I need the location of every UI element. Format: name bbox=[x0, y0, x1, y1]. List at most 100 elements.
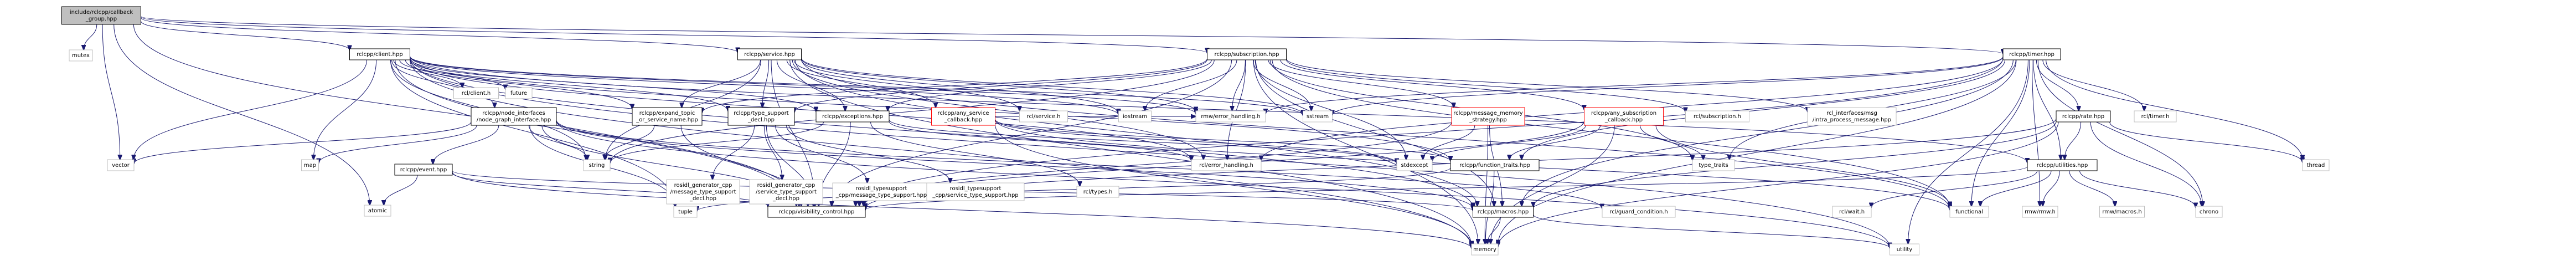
edge-subscription-to-rcl_subscription bbox=[1286, 59, 1686, 112]
node-msg_memory-box bbox=[1451, 107, 1525, 126]
node-visibility-box bbox=[767, 206, 866, 218]
node-macros[interactable]: rclcpp/macros.hpp bbox=[1473, 206, 1534, 218]
node-utility-label-line-0: utility bbox=[1897, 247, 1913, 253]
node-expand_topic-label-line-1: _or_service_name.hpp bbox=[636, 117, 698, 123]
node-vector-box bbox=[107, 159, 135, 171]
edge-timer-to-utilities bbox=[2033, 59, 2061, 160]
node-ros_ts_cpp_msg: rosidl_typesupport_cpp/message_type_supp… bbox=[832, 182, 931, 201]
node-ros_ts_cpp_msg-box bbox=[832, 182, 931, 201]
node-rcl_client: rcl/client.h bbox=[453, 87, 499, 99]
node-memory: memory bbox=[1471, 243, 1499, 256]
node-rmw_rmw-box bbox=[2022, 206, 2058, 218]
edge-timer-to-visibility bbox=[859, 58, 2004, 206]
node-ros_ts_msg-label-line-0: rosidl_generator_cpp bbox=[674, 182, 732, 188]
node-rmw_error-label-line-0: rmw/error_handling.h bbox=[1201, 114, 1260, 120]
edge-utilities-to-visibility bbox=[865, 166, 2028, 210]
node-ros_ts_srv-label-line-1: /service_type_support bbox=[756, 189, 817, 195]
node-memory-label-line-0: memory bbox=[1473, 247, 1496, 253]
edge-client-to-type_support bbox=[410, 59, 729, 111]
node-thread: thread bbox=[2302, 159, 2330, 171]
node-sstream: sstream bbox=[1303, 110, 1333, 123]
edge-utilities-to-chrono bbox=[2079, 170, 2196, 207]
edge-exceptions-to-rcl_types bbox=[870, 121, 1080, 186]
node-utility: utility bbox=[1890, 243, 1919, 256]
node-event-label-line-0: rclcpp/event.hpp bbox=[400, 167, 447, 173]
edge-any_sub-to-stdexcept bbox=[1432, 125, 1586, 161]
edge-timer-to-utility bbox=[1908, 59, 2028, 244]
edge-node_graph-to-event bbox=[433, 125, 499, 164]
edge-timer-to-rcl_timer bbox=[2042, 59, 2144, 111]
node-iostream: iostream bbox=[1118, 110, 1152, 123]
edge-subscription-to-msg_memory bbox=[1268, 59, 1454, 108]
node-ros_ts_cpp_msg-label-line-0: rosidl_typesupport bbox=[856, 186, 907, 192]
node-function_traits[interactable]: rclcpp/function_traits.hpp bbox=[1450, 159, 1540, 171]
edge-expand_topic-to-string bbox=[605, 125, 655, 160]
node-root[interactable]: include/rclcpp/callback_group.hpp bbox=[61, 6, 141, 25]
node-expand_topic[interactable]: rclcpp/expand_topic_or_service_name.hpp bbox=[632, 107, 703, 126]
node-function_traits-box bbox=[1450, 159, 1540, 171]
edge-node_graph-to-map bbox=[319, 125, 477, 163]
edge-macros-to-utility bbox=[1533, 214, 1890, 248]
edge-node_graph-to-string bbox=[528, 125, 587, 160]
edge-subscription-to-visibility bbox=[832, 59, 1232, 206]
edge-subscription-to-any_sub bbox=[1280, 59, 1584, 110]
edge-rate-to-macros bbox=[1534, 121, 2057, 207]
node-node_graph-box bbox=[471, 107, 557, 126]
node-timer-label-line-0: rclcpp/timer.hpp bbox=[2009, 52, 2054, 58]
node-rcl_intra-box bbox=[1807, 107, 1897, 126]
node-mutex-box bbox=[69, 49, 93, 62]
edge-subscription-to-memory bbox=[1253, 59, 1478, 244]
edge-subscription-to-sstream bbox=[1252, 59, 1311, 111]
node-expand_topic-label-line-0: rclcpp/expand_topic bbox=[639, 110, 695, 116]
node-service[interactable]: rclcpp/service.hpp bbox=[737, 48, 802, 60]
node-rcl_service-label-line-0: rcl/service.h bbox=[1027, 114, 1061, 120]
edge-event-to-memory bbox=[452, 171, 1472, 248]
edge-event-to-atomic bbox=[384, 175, 418, 205]
node-client-label-line-0: rclcpp/client.hpp bbox=[357, 52, 402, 58]
node-node_graph[interactable]: rclcpp/node_interfaces/node_graph_interf… bbox=[471, 107, 557, 126]
node-rcl_service-box bbox=[1019, 110, 1068, 123]
node-ros_ts_cpp_srv-label-line-0: rosidl_typesupport bbox=[950, 186, 1002, 192]
node-future: future bbox=[505, 87, 533, 99]
node-service-box bbox=[737, 48, 802, 60]
node-functional: functional bbox=[1949, 206, 1989, 218]
edge-node_graph-to-guard bbox=[556, 120, 1602, 209]
node-atomic-label-line-0: atomic bbox=[368, 208, 387, 214]
edge-root-to-subscription bbox=[141, 17, 1207, 53]
node-event[interactable]: rclcpp/event.hpp bbox=[394, 164, 453, 176]
node-timer[interactable]: rclcpp/timer.hpp bbox=[2002, 48, 2061, 60]
node-visibility[interactable]: rclcpp/visibility_control.hpp bbox=[767, 206, 866, 218]
node-rcl_timer: rcl/timer.h bbox=[2134, 110, 2177, 123]
edge-utilities-to-rcl_wait bbox=[1871, 170, 2038, 207]
node-rcl_wait-box bbox=[1832, 206, 1872, 218]
node-rate[interactable]: rclcpp/rate.hpp bbox=[2056, 110, 2111, 123]
node-ros_ts_cpp_msg-label-line-1: _cpp/message_type_support.hpp bbox=[835, 192, 927, 198]
edge-service-to-exceptions bbox=[776, 59, 845, 111]
node-type_support[interactable]: rclcpp/type_support_decl.hpp bbox=[727, 107, 795, 126]
edge-client-to-rmw_error bbox=[410, 56, 1196, 114]
node-any_sub: rclcpp/any_subscription_callback.hpp bbox=[1584, 107, 1664, 126]
edge-timer-to-function_traits bbox=[1522, 59, 2005, 160]
node-client[interactable]: rclcpp/client.hpp bbox=[349, 48, 410, 60]
node-root-label-line-0: include/rclcpp/callback bbox=[70, 9, 133, 16]
edge-client-to-tuple bbox=[390, 59, 674, 206]
node-ros_ts_srv: rosidl_generator_cpp/service_type_suppor… bbox=[749, 179, 823, 205]
node-subscription[interactable]: rclcpp/subscription.hpp bbox=[1207, 48, 1287, 60]
node-rcl_error-label-line-0: rcl/error_handling.h bbox=[1199, 162, 1253, 169]
edge-subscription-to-iostream bbox=[1145, 59, 1237, 111]
edge-subscription-to-stdexcept bbox=[1255, 59, 1406, 160]
node-utilities[interactable]: rclcpp/utilities.hpp bbox=[2027, 159, 2098, 171]
node-any_service-box bbox=[931, 107, 995, 126]
node-type_support-label-line-1: _decl.hpp bbox=[747, 117, 775, 123]
node-type_support-label-line-0: rclcpp/type_support bbox=[734, 110, 789, 116]
node-any_sub-box bbox=[1584, 107, 1664, 126]
edge-client-to-rcl_error bbox=[410, 58, 1192, 161]
node-ros_ts_msg-box bbox=[666, 179, 740, 205]
node-any_service-label-line-0: rclcpp/any_service bbox=[938, 110, 989, 116]
node-type_support-box bbox=[727, 107, 795, 126]
edge-service-to-memory bbox=[789, 59, 1472, 246]
node-macros-box bbox=[1473, 206, 1534, 218]
node-exceptions[interactable]: rclcpp/exceptions.hpp bbox=[815, 110, 890, 123]
node-type_traits-box bbox=[1692, 159, 1735, 171]
